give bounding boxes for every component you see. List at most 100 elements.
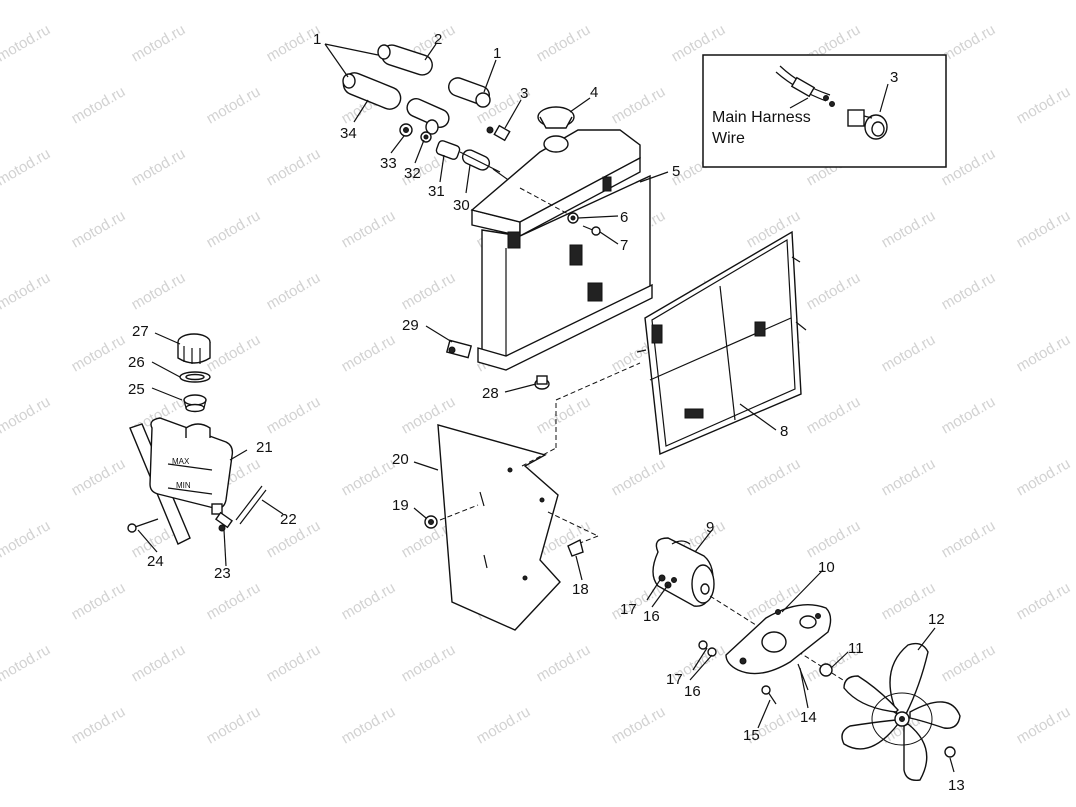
callout-8: 8 bbox=[780, 423, 788, 440]
watermark-text: motod.ru bbox=[0, 641, 53, 685]
watermark-text: motod.ru bbox=[879, 207, 939, 251]
callout-26: 26 bbox=[128, 354, 145, 371]
watermark-text: motod.ru bbox=[204, 207, 264, 251]
radiator-screen bbox=[636, 230, 807, 456]
watermark-text: motod.ru bbox=[1014, 331, 1074, 375]
watermark-text: motod.ru bbox=[0, 269, 53, 313]
watermark-text: motod.ru bbox=[339, 703, 399, 747]
callout-17-upper: 17 bbox=[620, 601, 637, 618]
watermark-text: motod.ru bbox=[534, 393, 594, 437]
watermark-text: motod.ru bbox=[1014, 455, 1074, 499]
watermark-text: motod.ru bbox=[609, 0, 669, 3]
callout-5: 5 bbox=[672, 163, 680, 180]
radiator-cap bbox=[537, 106, 575, 129]
watermark-text: motod.ru bbox=[0, 517, 53, 561]
radiator-cap-neck bbox=[543, 135, 569, 153]
watermark-text: motod.ru bbox=[879, 455, 939, 499]
reservoir-seal bbox=[183, 394, 207, 406]
watermark-text: motod.ru bbox=[339, 207, 399, 251]
callout-34: 34 bbox=[340, 125, 357, 142]
watermark-text: motod.ru bbox=[204, 0, 264, 3]
inset-label-line2: Wire bbox=[712, 130, 745, 147]
callout-4: 4 bbox=[590, 84, 598, 101]
watermark-text: motod.ru bbox=[534, 21, 594, 65]
leader-lines bbox=[137, 43, 955, 773]
watermark-text: motod.ru bbox=[69, 455, 129, 499]
watermark-text: motod.ru bbox=[69, 83, 129, 127]
callout-17-lower: 17 bbox=[666, 671, 683, 688]
inset-callout: 3 bbox=[890, 69, 898, 86]
watermark-text: motod.ru bbox=[1014, 83, 1074, 127]
nut-11 bbox=[819, 663, 833, 677]
watermark-text: motod.ru bbox=[0, 145, 53, 189]
watermark-text: motod.ru bbox=[879, 331, 939, 375]
hoses bbox=[342, 44, 515, 185]
watermark-text: motod.ru bbox=[129, 21, 189, 65]
watermark-text: motod.ru bbox=[744, 0, 804, 3]
inset-box: 3 Main Harness Wire bbox=[702, 54, 947, 168]
callout-16-upper: 16 bbox=[643, 608, 660, 625]
callout-7: 7 bbox=[620, 237, 628, 254]
callout-33: 33 bbox=[380, 155, 397, 172]
reservoir-cap bbox=[177, 333, 211, 364]
callout-3: 3 bbox=[520, 85, 528, 102]
watermark-text: motod.ru bbox=[69, 331, 129, 375]
tank-min-mark: MIN bbox=[176, 481, 191, 490]
watermark-text: motod.ru bbox=[0, 21, 53, 65]
watermark-text: motod.ru bbox=[204, 83, 264, 127]
watermark-text: motod.ru bbox=[339, 0, 399, 3]
callout-21: 21 bbox=[256, 439, 273, 456]
callout-23: 23 bbox=[214, 565, 231, 582]
callout-28: 28 bbox=[482, 385, 499, 402]
watermark-text: motod.ru bbox=[129, 269, 189, 313]
watermark-text: motod.ru bbox=[264, 145, 324, 189]
watermark-text: motod.ru bbox=[474, 703, 534, 747]
watermark-text: motod.ru bbox=[69, 207, 129, 251]
tank-max-mark: MAX bbox=[172, 457, 190, 466]
fan-shroud bbox=[437, 362, 641, 631]
watermark-text: motod.ru bbox=[0, 393, 53, 437]
watermark-text: motod.ru bbox=[339, 331, 399, 375]
callout-32: 32 bbox=[404, 165, 421, 182]
callout-16-lower: 16 bbox=[684, 683, 701, 700]
callout-15: 15 bbox=[743, 727, 760, 744]
watermark-text: motod.ru bbox=[339, 455, 399, 499]
callout-10: 10 bbox=[818, 559, 835, 576]
fan-blade bbox=[841, 642, 961, 781]
callout-14: 14 bbox=[800, 709, 817, 726]
watermark-text: motod.ru bbox=[69, 0, 129, 3]
watermark-text: motod.ru bbox=[264, 641, 324, 685]
watermark-text: motod.ru bbox=[939, 517, 999, 561]
callout-22: 22 bbox=[280, 511, 297, 528]
watermark-text: motod.ru bbox=[204, 579, 264, 623]
watermark-text: motod.ru bbox=[264, 393, 324, 437]
coolant-reservoir: MAX MIN bbox=[127, 417, 267, 545]
callout-19: 19 bbox=[392, 497, 409, 514]
watermark-text: motod.ru bbox=[1014, 0, 1074, 3]
watermark-text: motod.ru bbox=[534, 641, 594, 685]
motor-mount-plate bbox=[725, 603, 832, 675]
callout-11: 11 bbox=[848, 640, 864, 657]
callout-9: 9 bbox=[706, 519, 714, 536]
watermark-text: motod.ru bbox=[1014, 207, 1074, 251]
callout-29: 29 bbox=[402, 317, 419, 334]
callout-2: 2 bbox=[434, 31, 442, 48]
callout-13: 13 bbox=[948, 777, 965, 794]
watermark-text: motod.ru bbox=[804, 393, 864, 437]
watermark-text: motod.ru bbox=[204, 703, 264, 747]
watermark-text: motod.ru bbox=[1014, 703, 1074, 747]
watermark-text: motod.ru bbox=[939, 641, 999, 685]
callout-18: 18 bbox=[572, 581, 589, 598]
callout-25: 25 bbox=[128, 381, 145, 398]
fan-motor bbox=[652, 537, 715, 607]
watermark-text: motod.ru bbox=[939, 21, 999, 65]
watermark-text: motod.ru bbox=[939, 393, 999, 437]
inset-label-line1: Main Harness bbox=[712, 109, 811, 126]
watermark-text: motod.ru bbox=[69, 579, 129, 623]
clip-18 bbox=[567, 538, 584, 557]
watermark-text: motod.ru bbox=[129, 145, 189, 189]
callout-27: 27 bbox=[132, 323, 149, 340]
watermark-text: motod.ru bbox=[69, 703, 129, 747]
watermark-text: motod.ru bbox=[609, 455, 669, 499]
